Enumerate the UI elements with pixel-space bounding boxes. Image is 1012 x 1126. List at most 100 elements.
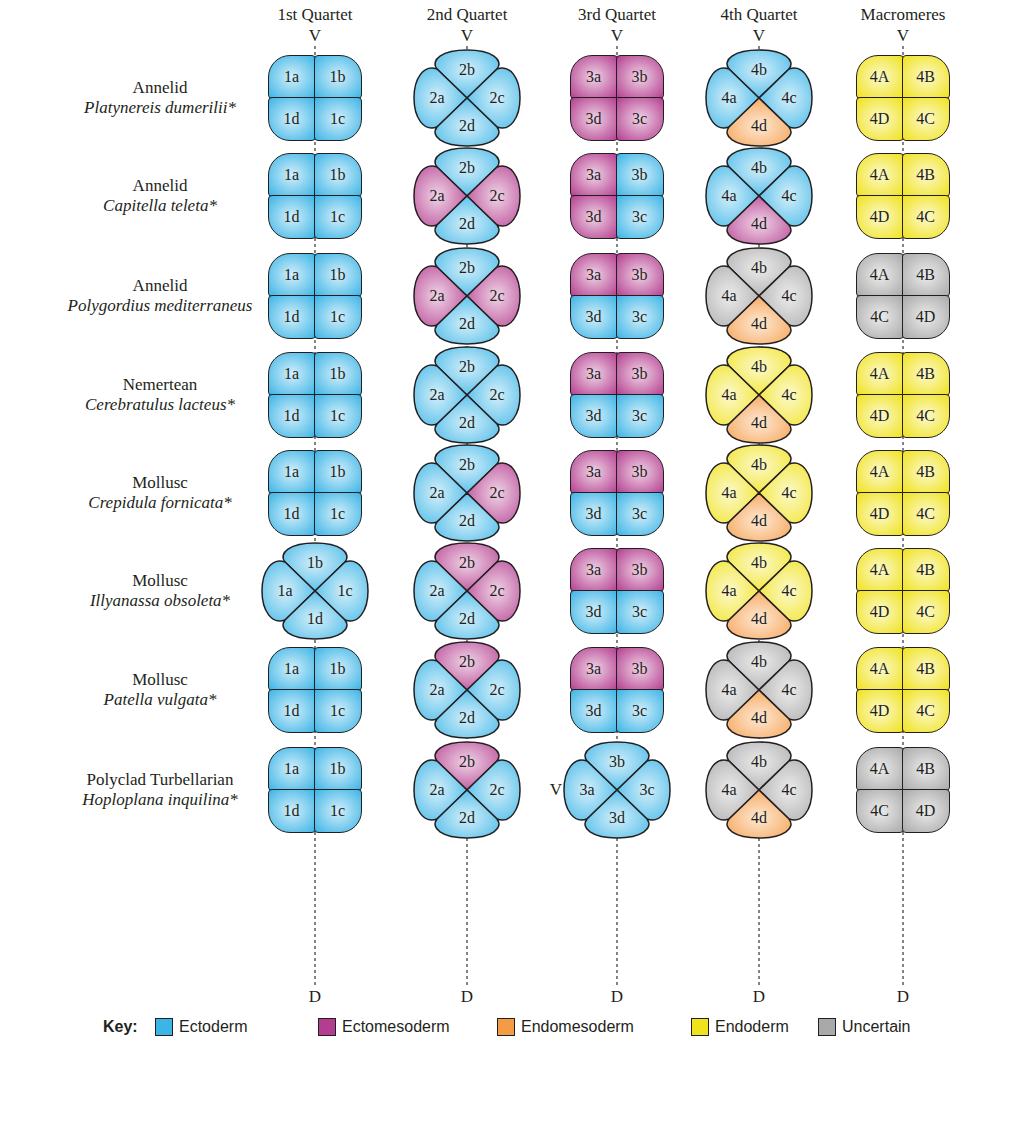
blastomere-label: 4b <box>751 62 767 78</box>
blastomere-label: 3b <box>632 267 648 283</box>
blastomere: 4C <box>902 97 950 141</box>
blastomere: 1a <box>268 55 316 99</box>
column-header: 2nd Quartet <box>427 6 508 25</box>
blastomere-label: 3a <box>586 366 601 382</box>
blastomere-label: 2b <box>459 359 475 375</box>
blastomere: 3d <box>570 97 618 141</box>
blastomere-label: 3c <box>632 209 647 225</box>
blastomere: 1b <box>314 352 362 396</box>
blastomere-shape <box>435 591 499 639</box>
blastomere-label: 1d <box>284 408 300 424</box>
blastomere: 3a <box>570 253 618 297</box>
blastomere-label: 4D <box>870 703 890 719</box>
blastomere: 2d <box>432 492 502 542</box>
blastomere-group: 1a1b1d1c <box>268 352 362 438</box>
column-header: 1st Quartet <box>277 6 352 25</box>
legend-text: Ectomesoderm <box>342 1018 450 1036</box>
legend-text: Ectoderm <box>179 1018 247 1036</box>
blastomere-label: 3a <box>586 464 601 480</box>
blastomere-group: 4A4B4D4C <box>856 647 950 733</box>
blastomere-label: 2c <box>489 682 504 698</box>
blastomere-label: 3d <box>609 810 625 826</box>
blastomere: 3c <box>616 394 664 438</box>
blastomere-label: 2d <box>459 415 475 431</box>
blastomere-label: 1d <box>284 803 300 819</box>
blastomere: 3c <box>616 195 664 239</box>
blastomere-label: 4D <box>870 408 890 424</box>
blastomere: 2d <box>432 789 502 839</box>
blastomere-group: 2b2a2c2d <box>412 146 522 246</box>
blastomere-label: 2a <box>429 682 444 698</box>
blastomere-label: 2d <box>459 216 475 232</box>
blastomere-label: 4c <box>781 485 796 501</box>
blastomere-label: 3b <box>632 69 648 85</box>
blastomere: 4D <box>902 295 950 339</box>
blastomere: 4A <box>856 450 904 494</box>
blastomere-shape <box>283 591 347 639</box>
blastomere: 1c <box>314 295 362 339</box>
blastomere-label: 4B <box>916 366 935 382</box>
blastomere-label: 1a <box>284 464 299 480</box>
blastomere-shape <box>727 196 791 244</box>
legend-swatch <box>155 1018 173 1036</box>
blastomere-label: 3c <box>632 506 647 522</box>
blastomere-label: 4c <box>781 782 796 798</box>
blastomere-group: 1a1b1d1c <box>268 747 362 833</box>
blastomere-label: 4D <box>916 309 936 325</box>
blastomere-label: 4D <box>870 209 890 225</box>
blastomere-label: 3a <box>586 267 601 283</box>
blastomere: 4d <box>724 689 794 739</box>
blastomere: 4d <box>724 590 794 640</box>
blastomere-label: 2b <box>459 260 475 276</box>
blastomere-group: 3b3a3c3d <box>562 740 672 840</box>
blastomere: 1d <box>280 590 350 640</box>
blastomere-label: 4C <box>916 209 935 225</box>
blastomere-group: 1a1b1d1c <box>268 647 362 733</box>
legend-swatch <box>318 1018 336 1036</box>
blastomere-label: 4a <box>721 682 736 698</box>
phylum-label: Annelid <box>133 277 188 296</box>
blastomere: 4d <box>724 492 794 542</box>
blastomere: 4C <box>856 295 904 339</box>
blastomere: 4D <box>856 689 904 733</box>
blastomere-label: 4d <box>751 415 767 431</box>
blastomere-shape <box>435 296 499 344</box>
blastomere-label: 3c <box>639 782 654 798</box>
blastomere-label: 3d <box>586 703 602 719</box>
blastomere-shape <box>727 296 791 344</box>
blastomere-label: 4a <box>721 583 736 599</box>
blastomere-label: 4A <box>870 167 890 183</box>
blastomere-group: 1a1b1d1c <box>268 55 362 141</box>
blastomere: 1a <box>268 253 316 297</box>
blastomere: 4D <box>856 97 904 141</box>
blastomere-label: 2a <box>429 583 444 599</box>
blastomere: 3b <box>616 548 664 592</box>
blastomere-label: 1b <box>330 366 346 382</box>
blastomere: 1d <box>268 689 316 733</box>
blastomere-label: 4D <box>870 506 890 522</box>
blastomere: 3b <box>616 352 664 396</box>
blastomere: 2d <box>432 295 502 345</box>
blastomere-label: 1d <box>307 611 323 627</box>
species-label: Platynereis dumerilii* <box>84 99 236 118</box>
blastomere-label: 3d <box>586 408 602 424</box>
blastomere: 2d <box>432 689 502 739</box>
blastomere: 3d <box>570 689 618 733</box>
column-header: 3rd Quartet <box>578 6 656 25</box>
blastomere-label: 4a <box>721 90 736 106</box>
blastomere-group: 3a3b3d3c <box>570 450 664 536</box>
blastomere-shape <box>435 196 499 244</box>
blastomere-group: 4A4B4C4D <box>856 747 950 833</box>
blastomere: 4B <box>902 647 950 691</box>
blastomere: 4d <box>724 97 794 147</box>
blastomere-label: 4d <box>751 611 767 627</box>
blastomere: 4D <box>856 195 904 239</box>
axis-letter: V <box>897 27 909 46</box>
blastomere: 1c <box>314 195 362 239</box>
blastomere-group: 4A4B4D4C <box>856 450 950 536</box>
blastomere-label: 4a <box>721 288 736 304</box>
blastomere-label: 4A <box>870 69 890 85</box>
blastomere: 1c <box>314 492 362 536</box>
blastomere: 3c <box>616 97 664 141</box>
blastomere-label: 4C <box>916 506 935 522</box>
